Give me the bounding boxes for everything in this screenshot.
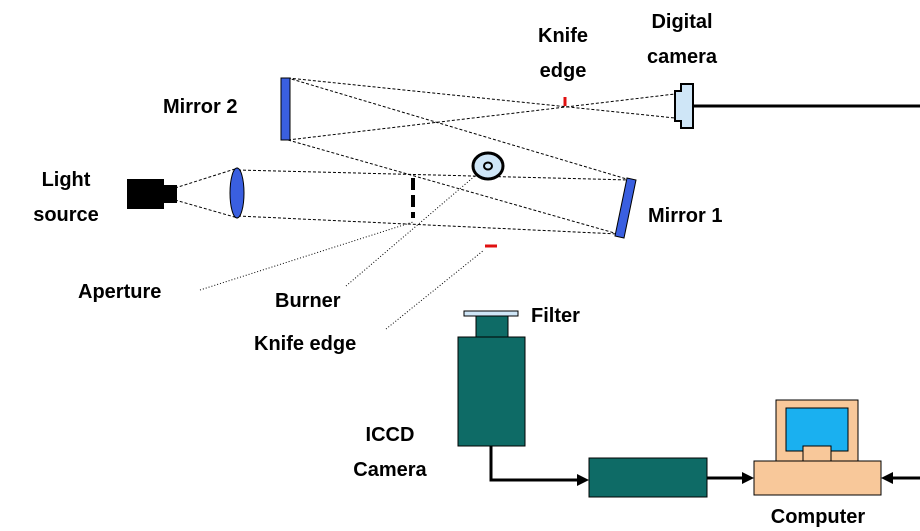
label-knife-edge-top-line1: Knife [538, 25, 588, 47]
label-knife-edge-top-line2: edge [540, 60, 587, 82]
beam-m1-m2-lower [287, 139, 619, 235]
label-mirror-1: Mirror 1 [648, 205, 722, 227]
leader-lines [199, 174, 485, 330]
digital-camera-icon [674, 83, 920, 129]
cable-iccd-controller [489, 446, 578, 482]
leader-burner [345, 174, 477, 287]
label-iccd-camera-line2: Camera [353, 459, 427, 481]
label-knife-edge-bottom: Knife edge [254, 333, 356, 355]
beam-paths [174, 77, 676, 235]
mirror-1-icon [614, 177, 637, 239]
labels: Light source Mirror 2 Mirror 1 Knife edg… [33, 11, 865, 528]
label-burner: Burner [275, 290, 341, 312]
label-mirror-2: Mirror 2 [163, 96, 237, 118]
beam-source-lens-top [174, 167, 239, 189]
beam-m2-camera-a [287, 77, 676, 119]
label-filter: Filter [531, 305, 580, 327]
label-computer: Computer [771, 506, 866, 528]
beam-m1-m2-upper [287, 77, 631, 181]
lens-icon [229, 167, 245, 219]
filter-icon [463, 310, 519, 317]
label-digital-camera-line1: Digital [651, 11, 712, 33]
computer-icon [753, 399, 882, 496]
controller-box [588, 457, 708, 498]
iccd-camera-icon [457, 310, 526, 447]
label-iccd-camera-line1: ICCD [366, 424, 415, 446]
beam-lens-bottom [237, 215, 619, 235]
light-source-icon [127, 179, 177, 209]
label-aperture: Aperture [78, 281, 161, 303]
beam-m2-camera-b [287, 93, 676, 141]
beam-lens-top [237, 169, 631, 181]
arrow-to-controller [577, 474, 589, 486]
leader-knife-edge [385, 249, 485, 330]
beam-source-lens-bottom [174, 199, 239, 219]
burner-icon [471, 151, 505, 181]
mirror-2-icon [280, 77, 291, 141]
arrow-to-computer-right [881, 472, 893, 484]
leader-aperture [199, 221, 414, 291]
cable-arrowheads [577, 472, 893, 486]
label-light-source-line1: Light [42, 169, 91, 191]
cables [489, 446, 920, 482]
label-light-source-line2: source [33, 204, 99, 226]
label-digital-camera-line2: camera [647, 46, 718, 68]
arrow-to-computer-left [742, 472, 754, 484]
